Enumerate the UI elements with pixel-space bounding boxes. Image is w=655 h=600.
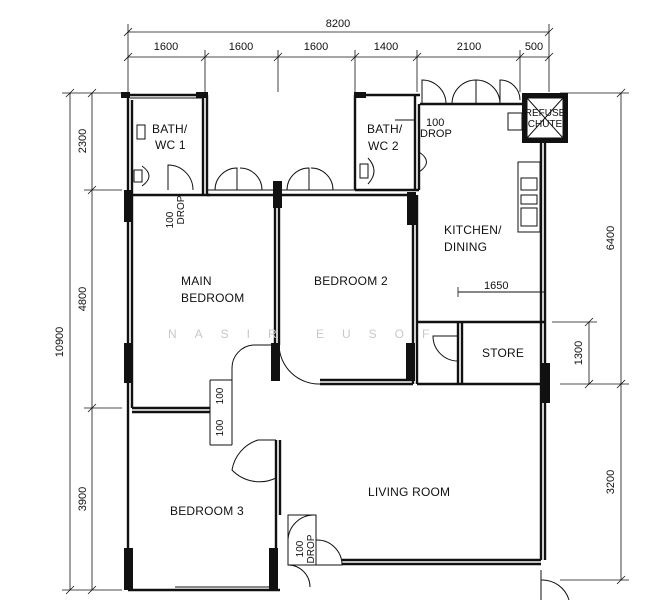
bath2-label-line2: WC 2	[368, 139, 399, 153]
top-dimension-1: 1600	[154, 41, 178, 53]
bath2-label-line1: BATH/	[367, 122, 403, 136]
living-room-label: LIVING ROOM	[368, 485, 450, 499]
watermark: NASIR EUSOF	[168, 327, 447, 341]
right-dimension-store: 1300	[573, 341, 585, 365]
top-dimension-3: 1600	[304, 41, 328, 53]
top-dimension-5: 2100	[457, 41, 481, 53]
bath2-drop-word: DROP	[420, 128, 452, 140]
room-labels: BATH/ WC 1 BATH/ WC 2 KITCHEN/ DINING MA…	[152, 108, 566, 518]
top-dimension-2: 1600	[229, 41, 253, 53]
left-total-dimension: 10900	[54, 327, 66, 358]
main-bedroom-label-line2: BEDROOM	[181, 291, 244, 305]
bath1-label-line2: WC 1	[155, 138, 186, 152]
top-dimensions: 8200 1600 1600 1600 1400 2100 500	[123, 18, 554, 92]
top-total-dimension: 8200	[326, 18, 350, 30]
store-label: STORE	[482, 346, 524, 360]
refuse-chute-label-line1: REFUSE	[525, 108, 566, 119]
left-dimension-1: 2300	[77, 129, 89, 153]
bedroom2-label: BEDROOM 2	[314, 274, 388, 288]
bath1-drop-value: 100	[165, 211, 176, 228]
right-dimension-upper: 6400	[605, 226, 617, 250]
wall-100-upper: 100	[215, 387, 226, 404]
right-dimensions: 6400 1300 3200	[552, 88, 629, 585]
left-dimensions: 10900 2300 4800 3900	[54, 88, 122, 595]
kitchen-label-line1: KITCHEN/	[444, 223, 502, 237]
bath2-drop-value: 100	[426, 117, 444, 129]
left-dimension-3: 3900	[77, 487, 89, 511]
top-dimension-6: 500	[525, 41, 543, 53]
annotations: 100 DROP 100 DROP 100 100 100 DROP	[165, 117, 452, 563]
wc-drop-word: DROP	[306, 534, 317, 563]
left-dimension-2: 4800	[77, 287, 89, 311]
bath1-drop-word: DROP	[176, 195, 187, 224]
doors-and-windows	[130, 79, 570, 600]
refuse-chute-label-line2: CHUTE	[528, 119, 563, 130]
bedroom3-label: BEDROOM 3	[170, 504, 244, 518]
wall-100-lower: 100	[215, 419, 226, 436]
bath1-label-line1: BATH/	[152, 122, 188, 136]
kitchen-counter-dimension: 1650	[484, 280, 508, 292]
columns	[121, 92, 550, 590]
right-dimension-lower: 3200	[605, 470, 617, 494]
wc-drop-value: 100	[295, 540, 306, 557]
top-dimension-4: 1400	[374, 41, 398, 53]
walls	[122, 93, 547, 592]
kitchen-label-line2: DINING	[444, 240, 487, 254]
main-bedroom-label-line1: MAIN	[181, 274, 212, 288]
